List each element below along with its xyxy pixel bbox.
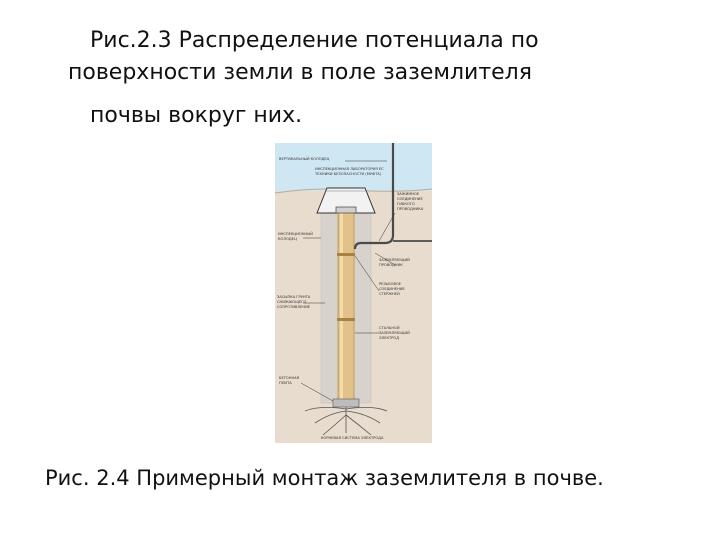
label-backfill-2: СНИЖАЮЩЕГО [277, 300, 307, 304]
label-electrode-2: ЗАЗЕМЛЯЮЩИЙ [379, 330, 410, 335]
ground-cable [353, 143, 395, 250]
label-concrete-2: ПЛИТА [279, 381, 292, 385]
label-thread: РЕЗЬБОВОЕ [379, 282, 402, 286]
leader-ground-wire [374, 252, 396, 266]
figure-2-3-caption-line-1: Рис.2.3 Распределение потенциала по [90, 28, 539, 53]
figure-2-4-caption: Рис. 2.4 Примерный монтаж заземлителя в … [45, 466, 604, 490]
label-clamp-4: ПРОВОДНИКА [397, 207, 424, 211]
label-clamp-2: СОЕДИНЕНИЕ [397, 197, 423, 201]
label-vertical-hole: ВЕРТИКАЛЬНЫЙ КОЛОДЕЦ [279, 156, 330, 161]
leader-clamp [378, 212, 396, 242]
label-concrete: БЕТОННАЯ [279, 376, 300, 380]
leader-thread [354, 255, 380, 292]
label-electrode-3: ЭЛЕКТРОД [379, 336, 399, 340]
electrode-roots [304, 407, 388, 436]
rod-top [335, 206, 357, 214]
label-clamp: ЗАЖИМНОЕ [397, 192, 420, 196]
label-thread-3: СТЕРЖНЕЙ [379, 291, 400, 296]
ground-rod-highlight [340, 211, 343, 401]
label-electrode: СТАЛЬНОЙ [379, 325, 400, 330]
label-inspection-well-2: КОЛОДЕЦ [278, 237, 297, 241]
concrete-base [332, 398, 360, 408]
label-inspection-2: ТЕХНИКИ БЕЗОПАСНОСТИ (МУФТА) [314, 172, 382, 176]
sky-area [275, 143, 432, 191]
label-clamp-3: ГИБКОГО [397, 202, 415, 206]
grounding-installation-diagram: ВЕРТИКАЛЬНЫЙ КОЛОДЕЦ ИНСПЕКЦИОННАЯ ЛАБОР… [275, 143, 432, 443]
label-inspection-well: ИНСПЕКЦИОННЫЙ [278, 231, 313, 236]
label-ground-wire-2: ПРОВОДНИК [379, 263, 403, 267]
rod-joint-2 [337, 318, 355, 321]
label-inspection: ИНСПЕКЦИОННАЯ ЛАБОРАТОРИЯ ЕС [315, 167, 384, 171]
rod-joint-1 [337, 253, 355, 256]
figure-2-3-caption-line-2: поверхности земли в поле заземлителя [68, 60, 532, 85]
label-ground-wire: ЗАЗЕМЛЯЮЩИЙ [379, 257, 410, 262]
label-roots: КОРНЕВАЯ СИСТЕМА ЭЛЕКТРОДА [321, 436, 384, 440]
label-backfill: ЗАСЫПКА ГРУНТА [277, 295, 311, 299]
figure-2-3-caption-line-3: почвы вокруг них. [90, 103, 303, 128]
leader-concrete [300, 382, 334, 402]
label-thread-2: СОЕДИНЕНИЕ [379, 287, 405, 291]
label-backfill-3: СОПРОТИВЛЕНИЕ [277, 305, 311, 309]
